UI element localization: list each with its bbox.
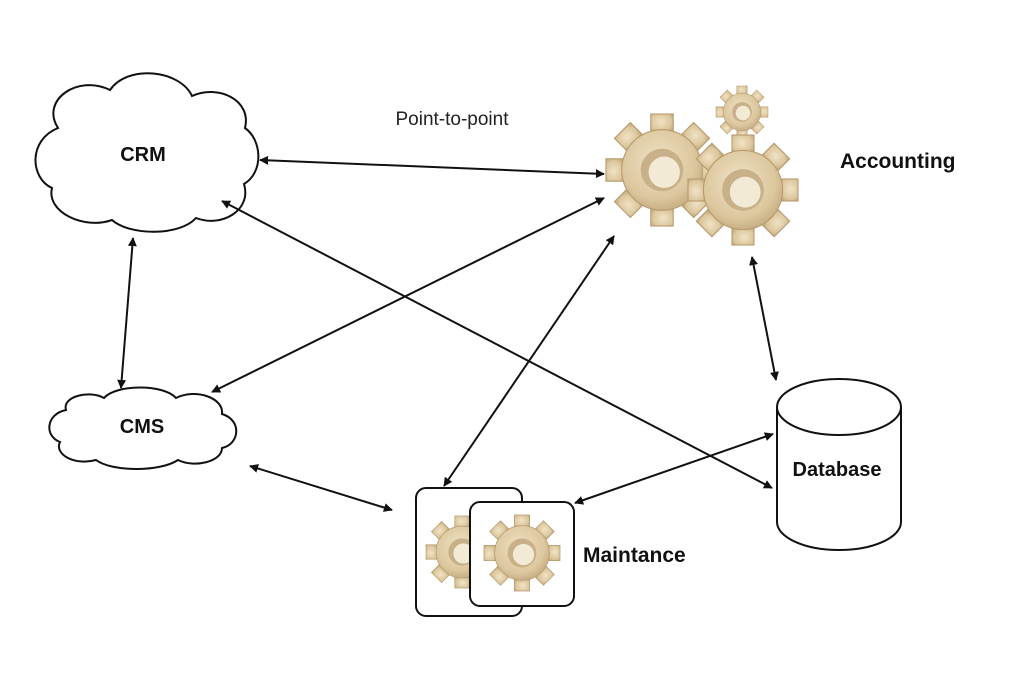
connector-crm-database bbox=[221, 200, 773, 489]
database-node: Database bbox=[776, 378, 902, 551]
accounting-gear-icon-left bbox=[606, 114, 718, 226]
crm-label: CRM bbox=[120, 144, 166, 166]
crm-cloud-shape bbox=[34, 72, 260, 233]
database-cylinder-body bbox=[776, 407, 902, 551]
accounting-gear-icon-right bbox=[688, 135, 798, 245]
maintenance-node: Maintance bbox=[416, 487, 686, 617]
connector-crm-accounting bbox=[259, 155, 605, 179]
cms-node: CMS bbox=[48, 386, 238, 470]
connector-cms-maintenance bbox=[249, 464, 393, 512]
connector-database-maintenance bbox=[574, 432, 774, 505]
connector-crm-cms bbox=[117, 237, 137, 389]
database-label: Database bbox=[793, 459, 882, 481]
accounting-gear-icon-small bbox=[716, 86, 768, 138]
connector-accounting-cms bbox=[211, 197, 605, 393]
maintenance-gear-icon-front bbox=[484, 515, 560, 591]
accounting-label: Accounting bbox=[840, 150, 956, 173]
connector-accounting-database bbox=[749, 256, 779, 381]
crm-node: CRM bbox=[34, 72, 260, 233]
connector-accounting-maintenance bbox=[443, 235, 615, 487]
connectors bbox=[117, 155, 779, 512]
accounting-node: Accounting bbox=[606, 86, 956, 245]
cms-label: CMS bbox=[120, 416, 164, 438]
maintenance-label: Maintance bbox=[583, 544, 686, 567]
database-cylinder-top bbox=[776, 378, 902, 436]
diagram-caption: Point-to-point bbox=[395, 109, 509, 130]
